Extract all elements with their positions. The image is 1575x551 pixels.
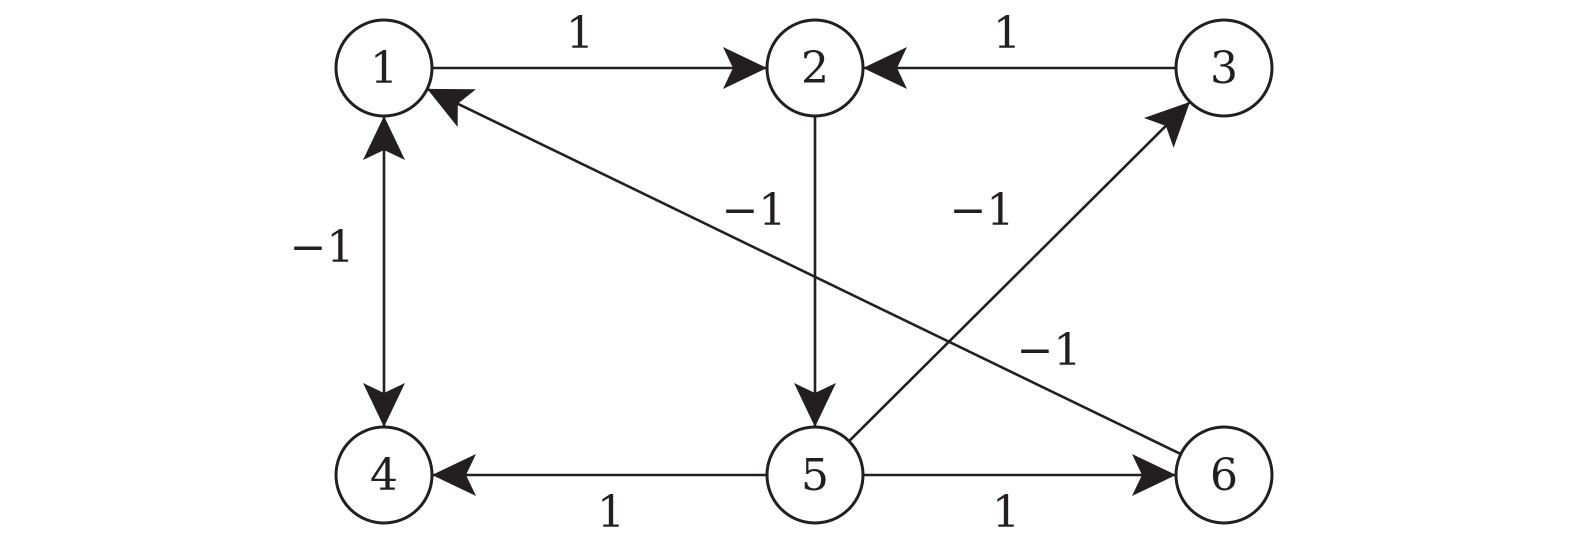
node-circle-5 <box>765 425 865 525</box>
edge-line-5-3 <box>848 100 1191 443</box>
edge-1-4 <box>363 116 405 427</box>
edge-6-1 <box>426 87 1182 456</box>
node-label-4: 4 <box>370 450 398 501</box>
edge-1-2 <box>432 47 767 89</box>
edge-5-3 <box>848 100 1191 443</box>
node-label-2: 2 <box>801 43 829 94</box>
node-circle-2 <box>765 18 865 118</box>
edge-weight-5-4: 1 <box>597 487 625 538</box>
edge-5-4 <box>432 454 767 496</box>
arrowhead-6-1 <box>427 88 476 128</box>
edge-weight-1-2: 1 <box>566 8 594 59</box>
node-5: 5 <box>765 425 865 525</box>
edge-weight-5-6: 1 <box>992 487 1020 538</box>
node-circle-3 <box>1174 18 1274 118</box>
node-label-1: 1 <box>370 43 398 94</box>
node-1: 1 <box>334 18 434 118</box>
arrowhead-5-3 <box>1143 101 1190 148</box>
edge-weight-1-4: −1 <box>290 222 355 273</box>
arrowhead-4-1 <box>363 116 405 160</box>
edge-2-5 <box>794 116 836 427</box>
node-circle-6 <box>1174 425 1274 525</box>
node-3: 3 <box>1174 18 1274 118</box>
arrowhead-1-4 <box>363 383 405 427</box>
arrowhead-2-5 <box>794 383 836 427</box>
edge-5-6 <box>863 454 1176 496</box>
node-label-3: 3 <box>1210 43 1238 94</box>
edge-3-2 <box>863 47 1176 89</box>
node-4: 4 <box>334 425 434 525</box>
edge-weights-layer: 1 1 −1 −1 −1 −1 1 1 <box>290 8 1082 538</box>
arrowhead-1-2 <box>723 47 767 89</box>
node-label-6: 6 <box>1210 450 1238 501</box>
node-2: 2 <box>765 18 865 118</box>
node-6: 6 <box>1174 425 1274 525</box>
arrowhead-5-6 <box>1132 454 1176 496</box>
node-circle-1 <box>334 18 434 118</box>
edge-weight-5-3: −1 <box>950 185 1015 236</box>
edge-weight-3-2: 1 <box>993 8 1021 59</box>
edge-weight-6-1: −1 <box>1017 325 1082 376</box>
edge-line-6-1 <box>426 87 1182 456</box>
arrowhead-5-4 <box>432 454 476 496</box>
node-label-5: 5 <box>801 450 829 501</box>
node-circle-4 <box>334 425 434 525</box>
edge-weight-2-5: −1 <box>722 185 787 236</box>
nodes-layer: 1 2 3 4 5 6 <box>334 18 1274 525</box>
edges-layer <box>363 47 1191 496</box>
arrowhead-3-2 <box>863 47 907 89</box>
